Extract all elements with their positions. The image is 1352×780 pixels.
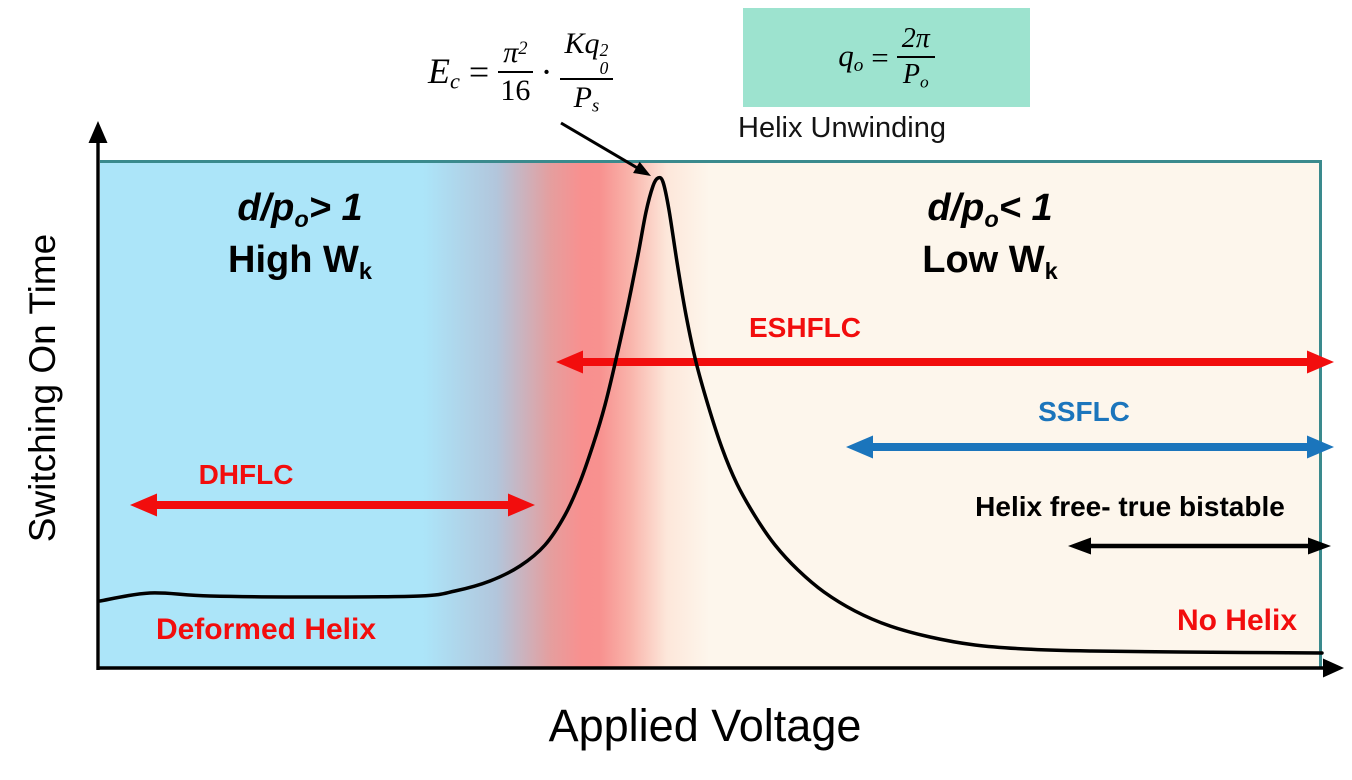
helix-free-bistable-label: Helix free- true bistable [975, 491, 1285, 522]
eshflc-arrow-head [556, 350, 583, 374]
ec-pointer-shaft [560, 121, 641, 171]
y-axis-head [88, 121, 108, 143]
formula-lhs: qo [838, 38, 864, 76]
ec-pointer-head [633, 161, 651, 176]
equals-sign: = [468, 52, 490, 92]
formula-lhs: Ec [428, 50, 460, 94]
dhflc-arrow-head [130, 493, 157, 517]
switching-time-curve [98, 175, 1324, 655]
y-axis-label: Switching On Time [22, 233, 63, 543]
dot-operator: · [541, 52, 551, 92]
dhflc-label: DHFLC [198, 459, 294, 490]
x-axis-label: Applied Voltage [548, 700, 862, 751]
ssflc-label: SSFLC [1038, 396, 1130, 427]
x-axis-head [1323, 658, 1344, 678]
dhflc-arrow-head [508, 493, 535, 517]
bistable-arrow-head [1308, 537, 1331, 555]
eshflc-arrow-head [1307, 350, 1334, 374]
deformed-helix-label: Deformed Helix [155, 613, 377, 646]
fraction-pi2-16: π2 16 [498, 36, 533, 109]
eshflc-label: ESHFLC [749, 312, 861, 343]
region-label-right: d/po< 1 Low Wk [922, 187, 1058, 284]
bistable-arrow-head [1068, 537, 1091, 555]
region-label-left: d/po> 1 High Wk [228, 187, 372, 284]
no-helix-label: No Helix [1176, 604, 1298, 637]
fraction-2pi-po: 2π Po [896, 23, 935, 93]
helix-unwinding-label: Helix Unwinding [738, 112, 946, 144]
wave-vector-formula-box: qo = 2π Po [743, 8, 1030, 107]
equals-sign: = [871, 39, 889, 75]
ssflc-arrow-head [1307, 435, 1334, 459]
ssflc-arrow-head [846, 435, 873, 459]
